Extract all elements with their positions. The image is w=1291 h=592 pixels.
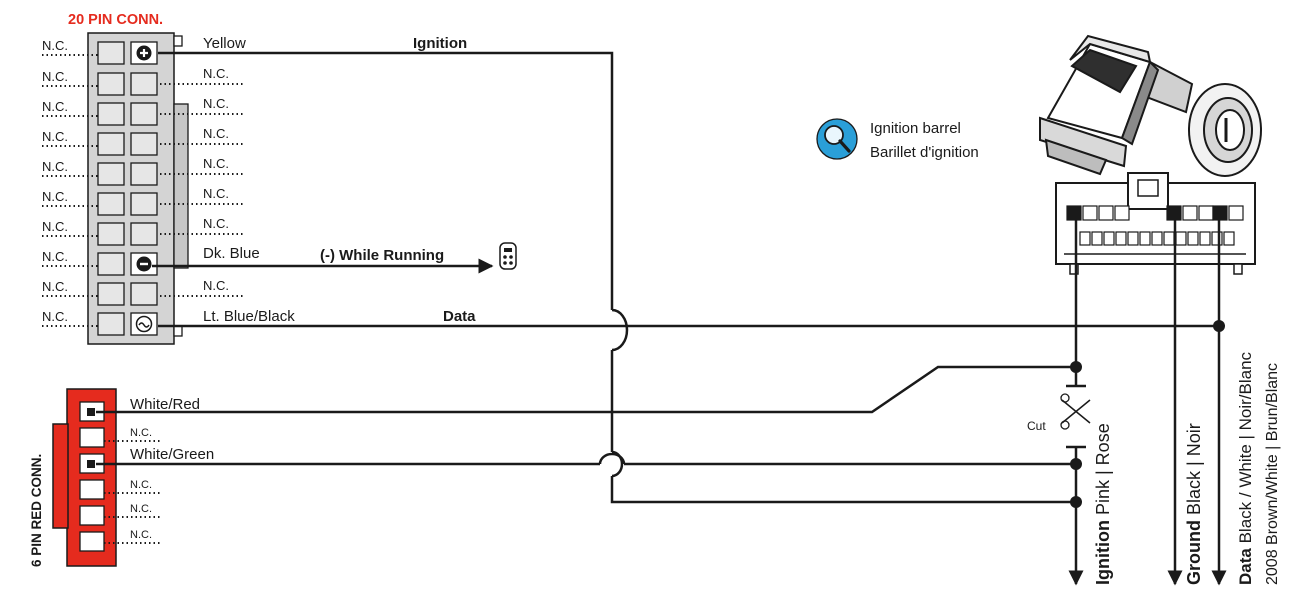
nc-label: N.C. <box>203 186 229 201</box>
wire-label-yellow: Yellow <box>203 35 246 52</box>
nc-label: N.C. <box>42 189 68 204</box>
wire-label-lt-blue-black: Lt. Blue/Black <box>203 308 295 325</box>
connector-6-pin-red <box>52 388 117 567</box>
yellow-ignition-wire: Yellow Ignition <box>158 35 1076 504</box>
data-function-label: Data <box>443 308 476 325</box>
nc-label: N.C. <box>42 99 68 114</box>
wire-label-dk-blue: Dk. Blue <box>203 245 260 262</box>
nc-label: N.C. <box>130 427 152 439</box>
nc-label: N.C. <box>130 529 152 541</box>
nc-label: N.C. <box>42 279 68 294</box>
title-20-pin: 20 PIN CONN. <box>68 12 163 28</box>
vehicle-data-label: Data Black / White | Noir/Blanc <box>1236 351 1255 585</box>
white-green-wire: White/Green <box>96 446 1076 466</box>
nc-label: N.C. <box>42 159 68 174</box>
lt-blue-black-data-wire: Lt. Blue/Black Data <box>158 308 1225 332</box>
plus-pin-icon <box>136 45 152 61</box>
nc-left-labels: N.C. N.C. N.C. N.C. N.C. N.C. N.C. N.C. … <box>42 38 98 327</box>
cut-symbol-icon <box>1060 384 1091 449</box>
minus-pin-icon <box>136 256 152 272</box>
title-6-pin: 6 PIN RED CONN. <box>29 454 44 567</box>
nc-6pin-labels: N.C. N.C. N.C. N.C. <box>104 427 160 544</box>
ignition-barrel-label-fr: Barillet d'ignition <box>870 144 979 161</box>
nc-label: N.C. <box>42 129 68 144</box>
magnifier-icon <box>816 118 858 160</box>
vehicle-ground-func: Ground <box>1184 520 1204 585</box>
vehicle-ground-color: Black | Noir <box>1184 423 1204 520</box>
vehicle-ground-label: Ground Black | Noir <box>1184 423 1204 585</box>
nc-label: N.C. <box>42 309 68 324</box>
nc-label: N.C. <box>203 126 229 141</box>
vehicle-ignition-color: Pink | Rose <box>1093 423 1113 520</box>
vehicle-data-label-2008: 2008 Brown/White | Brun/Blanc <box>1264 363 1281 585</box>
vehicle-connector <box>1055 172 1256 275</box>
pins-left-column <box>97 41 125 336</box>
nc-label: N.C. <box>42 38 68 53</box>
ignition-function-label: Ignition <box>413 35 467 52</box>
nc-label: N.C. <box>130 503 152 515</box>
nc-label: N.C. <box>203 66 229 81</box>
nc-label: N.C. <box>203 216 229 231</box>
nc-label: N.C. <box>203 96 229 111</box>
vehicle-ignition-func: Ignition <box>1093 520 1113 585</box>
ignition-barrel-label: Ignition barrel <box>870 120 961 137</box>
data-pin-icon <box>135 315 153 333</box>
while-running-label: (-) While Running <box>320 247 444 264</box>
vehicle-ignition-label: Ignition Pink | Rose <box>1093 423 1113 585</box>
cut-label: Cut <box>1027 419 1046 433</box>
vehicle-connector-bottom-pins <box>1079 231 1235 246</box>
nc-label: N.C. <box>203 278 229 293</box>
wire-label-white-green: White/Green <box>130 446 214 463</box>
nc-label: N.C. <box>130 479 152 491</box>
vehicle-ignition-wire <box>1068 213 1084 586</box>
dk-blue-wire: Dk. Blue (-) While Running <box>152 245 494 274</box>
remote-starter-icon <box>499 242 517 270</box>
nc-right-labels: N.C. N.C. N.C. N.C. N.C. N.C. N.C. <box>160 66 244 297</box>
nc-label: N.C. <box>203 156 229 171</box>
nc-label: N.C. <box>42 249 68 264</box>
nc-label: N.C. <box>42 219 68 234</box>
ignition-barrel-illustration <box>1039 34 1262 177</box>
nc-label: N.C. <box>42 69 68 84</box>
vehicle-data-color: Black / White | Noir/Blanc <box>1236 351 1255 548</box>
white-red-wire: White/Red <box>96 365 1076 414</box>
wire-label-white-red: White/Red <box>130 396 200 413</box>
vehicle-data-func: Data <box>1236 548 1255 585</box>
